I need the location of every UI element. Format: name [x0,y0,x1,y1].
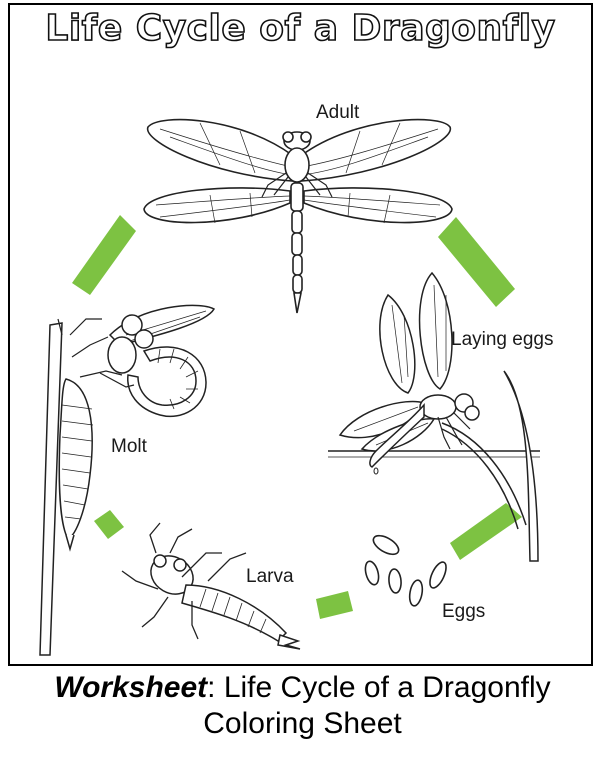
laying-eggs-illustration [328,271,540,562]
cycle-arrows [72,215,522,619]
stage-label-laying-eggs: Laying eggs [451,329,554,350]
caption-keyword: Worksheet [54,671,208,704]
life-cycle-diagram [39,118,540,656]
adult-dragonfly-illustration [143,118,453,314]
cycle-arrow-laying-to-eggs [450,503,522,560]
stage-label-larva: Larva [246,566,294,587]
cycle-arrow-larva-to-molt [94,510,124,539]
caption-line-1-rest: : Life Cycle of a Dragonfly [207,671,551,704]
caption-line-2: Coloring Sheet [203,707,402,740]
cycle-arrow-molt-to-adult [72,215,136,295]
molt-illustration [39,304,216,656]
stage-label-eggs: Eggs [442,601,486,622]
worksheet-title: Life Cycle of a Dragonfly [45,7,556,50]
stage-label-adult: Adult [316,102,360,123]
caption-line-1: Worksheet: Life Cycle of a Dragonfly [0,670,605,706]
worksheet-caption: Worksheet: Life Cycle of a Dragonfly Col… [0,670,605,742]
eggs-illustration [364,534,447,607]
stage-label-molt: Molt [111,436,147,457]
worksheet-frame: Life Cycle of a Dragonfly [8,3,593,666]
cycle-arrow-adult-to-laying [438,217,515,307]
cycle-arrow-eggs-to-larva [316,591,353,619]
larva-illustration [121,522,301,650]
